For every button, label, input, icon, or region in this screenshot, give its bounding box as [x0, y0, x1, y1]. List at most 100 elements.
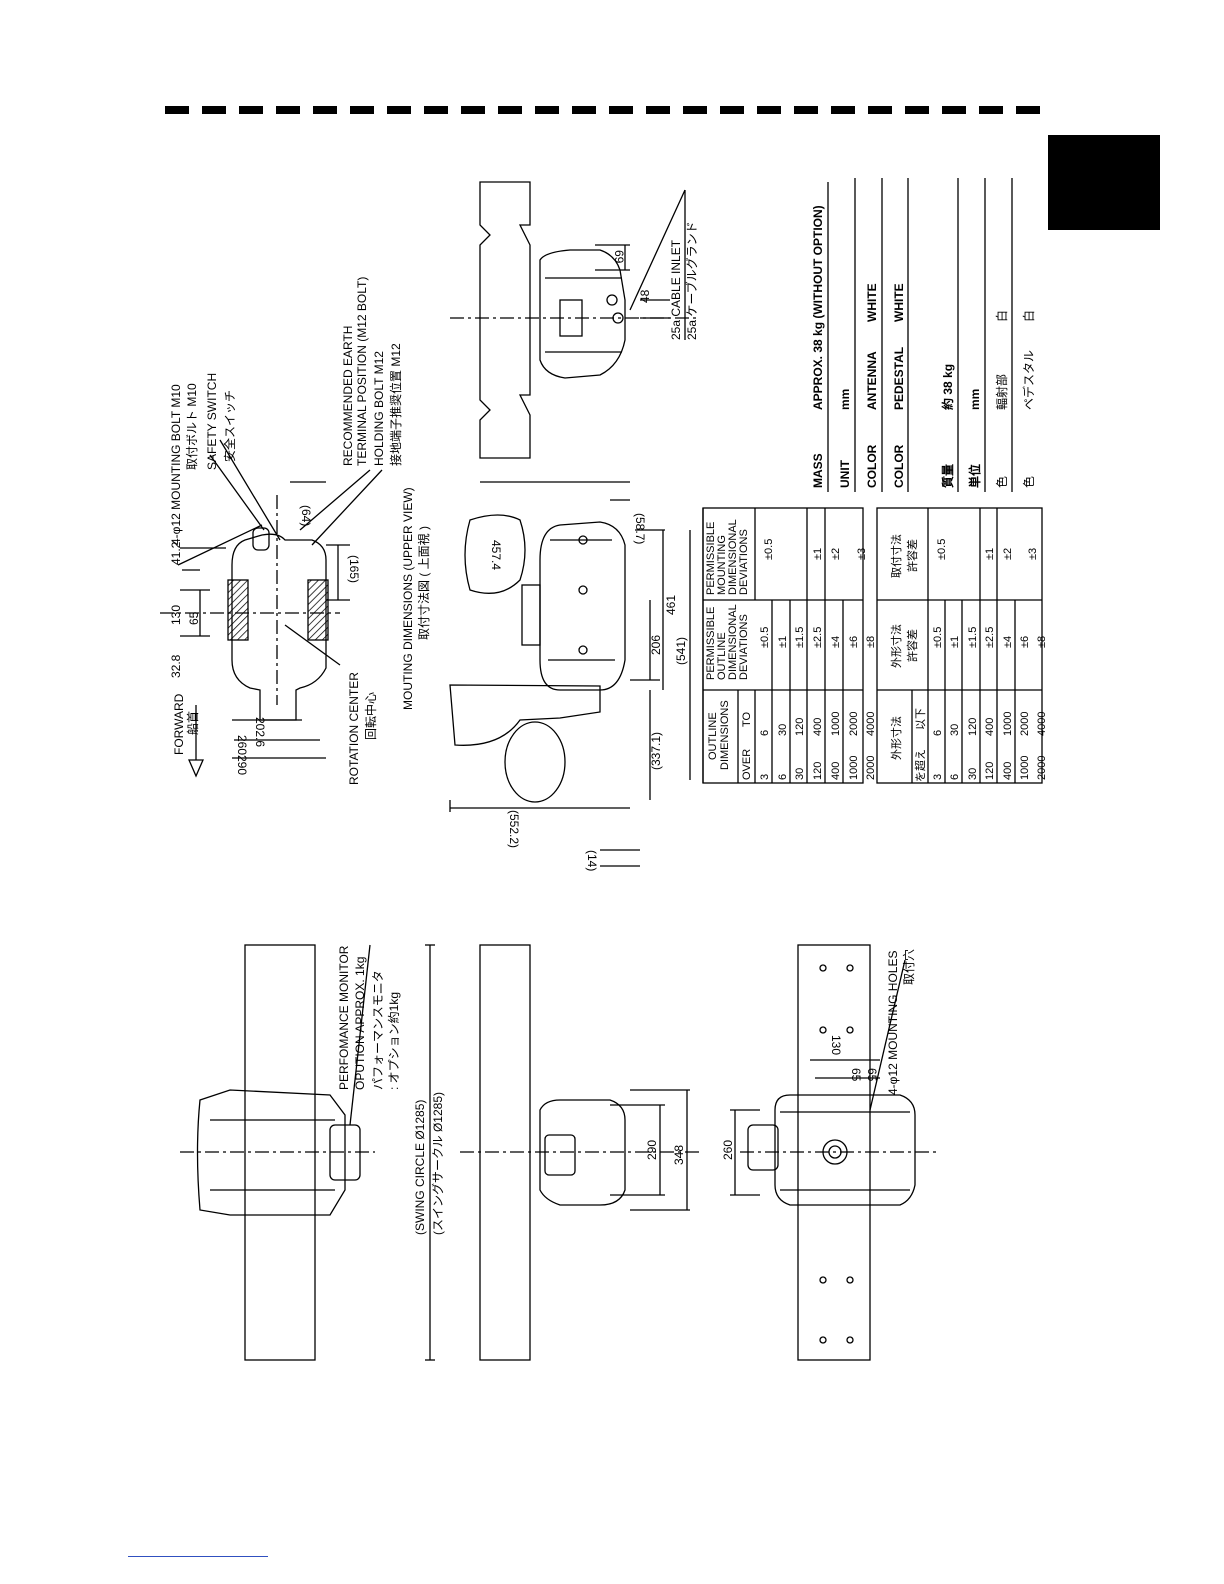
mounting-dimensions-title-jp: 取付寸法図 ( 上面視 ): [416, 526, 431, 640]
table-jp-header: 許容差: [905, 629, 919, 662]
dim-348: 348: [672, 1145, 686, 1165]
forward-label-jp: 船首: [186, 711, 200, 735]
spec-jp-mass-label: 質量: [940, 464, 955, 488]
table-en-header: OUTLINE: [707, 712, 719, 760]
tolerance-table-jp: 外形寸法を超え以下外形寸法許容差取付寸法許容差36±0.5630±130120±…: [889, 534, 1048, 782]
table-jp-outline-dev-cell: ±0.5: [932, 627, 944, 648]
dim-552-2: (552.2): [507, 810, 521, 848]
spec-table-frame: [827, 178, 1013, 492]
dim-457-4: 457.4: [489, 540, 503, 570]
spec-unit-label: UNIT: [838, 459, 852, 488]
table-jp-over-cell: 2000: [1036, 756, 1048, 780]
table-en-over-cell: 120: [812, 762, 824, 780]
spec-mass-label: MASS: [811, 453, 825, 488]
lower-view-beam3: [730, 944, 940, 1361]
spec-jp-unit-value: mm: [968, 389, 982, 410]
spec-jp-color-label-2: 色: [1022, 476, 1036, 488]
table-jp-over-cell: 6: [949, 774, 961, 780]
table-jp-over-cell: 3: [932, 774, 944, 780]
table-en-outline-dev-cell: ±2.5: [812, 627, 824, 648]
cable-inlet-label: 25a CABLE INLET: [669, 239, 683, 340]
table-en-over-cell: 3: [759, 774, 771, 780]
table-en-to-cell: 4000: [865, 712, 877, 736]
rotation-center-label-jp: 回転中心: [363, 692, 378, 740]
forward-label: FORWARD: [172, 693, 186, 755]
table-en-header: PERMISSIBLE: [705, 607, 717, 680]
dim-461: 461: [664, 595, 678, 615]
table-en-header: DEVIATIONS: [738, 529, 750, 595]
table-jp-to-cell: 6: [932, 730, 944, 736]
dim-65-top: 65: [187, 611, 201, 625]
dim-69: 69: [612, 250, 626, 264]
table-en-header: OVER: [741, 749, 753, 780]
earth-terminal-jp: 接地端子推奨位置 M12: [388, 343, 403, 466]
earth-terminal-line3: HOLDING BOLT M12: [372, 351, 386, 466]
spec-jp-pedestal-color: 白: [1021, 310, 1036, 322]
table-jp-header: 許容差: [905, 539, 919, 572]
dim-206: 206: [649, 635, 663, 655]
table-jp-over-cell: 120: [984, 762, 996, 780]
spec-antenna: ANTENNA: [865, 351, 879, 410]
spec-jp-antenna: 輻射部: [994, 374, 1009, 410]
table-jp-to-cell: 2000: [1019, 712, 1031, 736]
performance-monitor-jp2: : オプション約1kg: [386, 992, 401, 1090]
table-en-header: DIMENSIONS: [719, 700, 731, 770]
footer-link-underline: [128, 1556, 268, 1557]
table-en-outline-dev-cell: ±8: [865, 636, 877, 648]
table-en-to-cell: 1000: [830, 712, 842, 736]
table-jp-header: 外形寸法: [889, 716, 903, 760]
table-jp-to-cell: 120: [967, 718, 979, 736]
table-jp-header: 取付寸法: [889, 534, 903, 578]
table-en-header: TO: [741, 711, 753, 727]
dim-260-bottom: 260: [721, 1140, 735, 1160]
mounting-bolt-label: 4-φ12 MOUNTING BOLT M10: [169, 384, 183, 545]
table-jp-mount-dev-cell: ±0.5: [936, 539, 948, 560]
table-en-outline-dev-cell: ±1.5: [794, 627, 806, 648]
table-jp-outline-dev-cell: ±1.5: [967, 627, 979, 648]
table-en-mount-dev-cell: ±2: [830, 548, 842, 560]
mounting-holes-label-jp: 取付穴: [901, 949, 916, 985]
table-en-over-cell: 400: [830, 762, 842, 780]
spec-jp-pedestal: ペデスタル: [1021, 350, 1036, 410]
dim-41-2: 41.2: [169, 541, 183, 565]
safety-switch-label-jp: 安全スイッチ: [222, 390, 237, 462]
table-en-header: DEVIATIONS: [738, 614, 750, 680]
table-en-to-cell: 120: [794, 718, 806, 736]
header-dash-rule: [165, 106, 1050, 116]
dim-14: (14): [585, 850, 599, 871]
dim-64: (64): [299, 505, 313, 526]
table-jp-over-cell: 1000: [1019, 756, 1031, 780]
table-en-over-cell: 30: [794, 768, 806, 780]
table-en-outline-dev-cell: ±4: [830, 636, 842, 648]
cable-inlet-label-jp: 25a ケーブルグランド: [684, 221, 699, 340]
spec-color-label-2: COLOR: [892, 444, 906, 488]
safety-switch-label: SAFETY SWITCH: [205, 373, 219, 470]
table-jp-outline-dev-cell: ±8: [1036, 636, 1048, 648]
dim-130-bottom: 130: [829, 1035, 843, 1055]
chapter-tab: [1048, 135, 1160, 230]
side-view-drawing: [449, 481, 691, 812]
table-en-mount-dev-cell: ±1: [812, 548, 824, 560]
table-jp-outline-dev-cell: ±2.5: [984, 627, 996, 648]
top-view-mounting: [160, 439, 383, 778]
dim-48: 48: [638, 289, 652, 303]
dim-290-front: 290: [645, 1140, 659, 1160]
mounting-bolt-label-jp: 取付ボルト M10: [185, 383, 199, 470]
table-en-header: PERMISSIBLE: [705, 522, 717, 595]
spec-antenna-color: WHITE: [865, 283, 879, 322]
table-jp-mount-dev-cell: ±1: [984, 548, 996, 560]
swing-circle-label: (SWING CIRCLE Ø1285): [413, 1100, 427, 1235]
table-en-to-cell: 2000: [848, 712, 860, 736]
spec-jp-antenna-color: 白: [994, 310, 1009, 322]
spec-mass-value: APPROX. 38 kg (WITHOUT OPTION): [811, 205, 825, 410]
dim-541: (541): [674, 637, 688, 665]
table-en-outline-dev-cell: ±1: [777, 636, 789, 648]
performance-monitor-line1: PERFOMANCE MONITOR: [337, 945, 351, 1090]
table-jp-outline-dev-cell: ±1: [949, 636, 961, 648]
dim-290-top: 290: [235, 755, 249, 775]
spec-color-label-1: COLOR: [865, 444, 879, 488]
table-en-header: DIMENSIONAL: [727, 519, 739, 595]
table-en-over-cell: 2000: [865, 756, 877, 780]
dim-58-7: (58.7): [633, 513, 647, 544]
